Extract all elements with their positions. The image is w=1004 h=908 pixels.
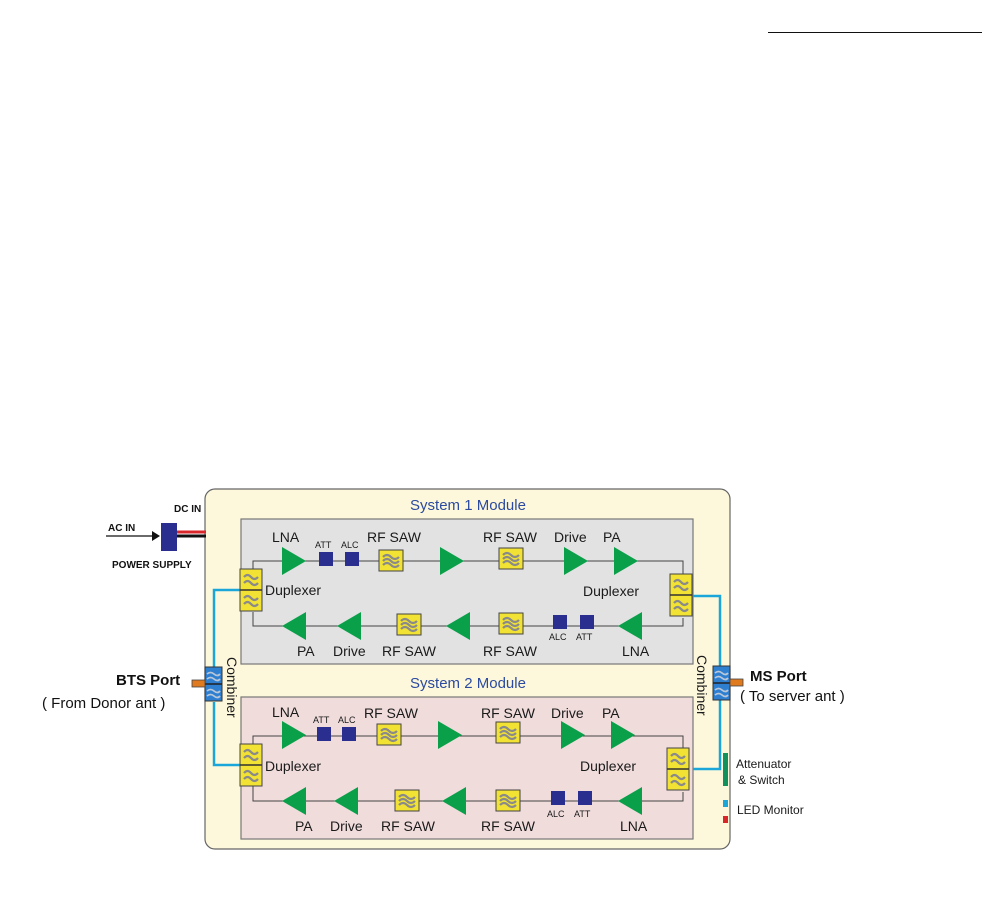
pa-amplifier-icon [611,721,635,749]
lna-label: LNA [620,818,648,834]
ms-port-label: MS Port [750,668,807,685]
rf-saw-filter-icon [497,546,525,571]
amplifier-icon [440,547,464,575]
system-1-module-box [240,518,694,665]
rf-saw-label: RF SAW [483,643,538,659]
amplifier-icon [438,721,462,749]
rf-saw-filter-icon [377,548,405,573]
duplexer-icon [238,742,264,788]
bts-combiner-icon [204,666,223,702]
rf-saw-filter-icon [494,788,522,813]
att-label: ATT [574,809,591,819]
drive-amplifier-icon [334,787,358,815]
att-label: ATT [313,715,330,725]
drive-label: Drive [333,643,366,659]
rf-saw-filter-icon [393,788,421,813]
alc-box [551,791,565,805]
att-box [319,552,333,566]
lna-label: LNA [272,529,300,545]
combiner-label-right: Combiner [694,655,710,716]
rf-saw-label: RF SAW [382,643,437,659]
system-2-signal-loop [252,735,684,802]
drive-amplifier-icon [564,547,588,575]
ms-combiner-icon [712,665,731,701]
rf-saw-label: RF SAW [483,529,538,545]
pa-label: PA [602,705,620,721]
attenuator-switch-bar [723,753,728,786]
led-monitor-red [723,816,728,823]
pa-label: PA [297,643,315,659]
combiner-wiring [212,588,722,771]
drive-label: Drive [330,818,363,834]
led-monitor-label: LED Monitor [737,803,804,817]
alc-label: ALC [338,715,356,725]
pa-amplifier-icon [282,612,306,640]
attenuator-label: Attenuator [736,757,791,771]
rf-saw-filter-icon [494,720,522,745]
pa-label: PA [295,818,313,834]
rf-saw-label: RF SAW [481,705,536,721]
rf-saw-label: RF SAW [364,705,419,721]
bts-port-connector [191,679,206,688]
lna-label: LNA [622,643,650,659]
rf-saw-label: RF SAW [381,818,436,834]
att-box [317,727,331,741]
att-label: ATT [576,632,593,642]
combiner-label-left: Combiner [224,657,240,718]
att-label: ATT [315,540,332,550]
ac-in-arrow-icon [152,531,160,541]
amplifier-icon [446,612,470,640]
power-supply-block [161,523,177,551]
lna-amplifier-icon [282,721,306,749]
switch-label: & Switch [738,773,785,787]
lna-amplifier-icon [282,547,306,575]
top-rule [768,32,982,33]
duplexer-label: Duplexer [583,583,639,599]
att-box [578,791,592,805]
bts-port-label: BTS Port [116,672,180,689]
duplexer-icon [665,746,691,792]
alc-label: ALC [549,632,567,642]
duplexer-icon [238,567,264,613]
duplexer-label: Duplexer [265,758,321,774]
rf-saw-filter-icon [395,612,423,637]
alc-box [345,552,359,566]
system-2-module-title: System 2 Module [410,675,526,692]
bts-port-sublabel: ( From Donor ant ) [42,695,165,712]
lna-amplifier-icon [618,612,642,640]
drive-label: Drive [551,705,584,721]
duplexer-icon [668,572,694,618]
alc-label: ALC [341,540,359,550]
duplexer-label: Duplexer [580,758,636,774]
rf-saw-filter-icon [497,611,525,636]
alc-label: ALC [547,809,565,819]
drive-amplifier-icon [337,612,361,640]
alc-box [342,727,356,741]
power-supply-label: POWER SUPPLY [112,560,192,571]
drive-amplifier-icon [561,721,585,749]
rf-saw-filter-icon [375,722,403,747]
amplifier-icon [442,787,466,815]
pa-amplifier-icon [614,547,638,575]
pa-amplifier-icon [282,787,306,815]
ms-port-sublabel: ( To server ant ) [740,688,845,705]
rf-saw-label: RF SAW [367,529,422,545]
ac-in-label: AC IN [108,523,135,534]
dc-in-label: DC IN [174,504,201,515]
duplexer-label: Duplexer [265,582,321,598]
rf-saw-label: RF SAW [481,818,536,834]
lna-amplifier-icon [618,787,642,815]
att-box [580,615,594,629]
drive-label: Drive [554,529,587,545]
led-monitor-blue [723,800,728,807]
system-1-module-title: System 1 Module [410,497,526,514]
ms-port-connector [729,678,744,687]
alc-box [553,615,567,629]
pa-label: PA [603,529,621,545]
lna-label: LNA [272,704,300,720]
